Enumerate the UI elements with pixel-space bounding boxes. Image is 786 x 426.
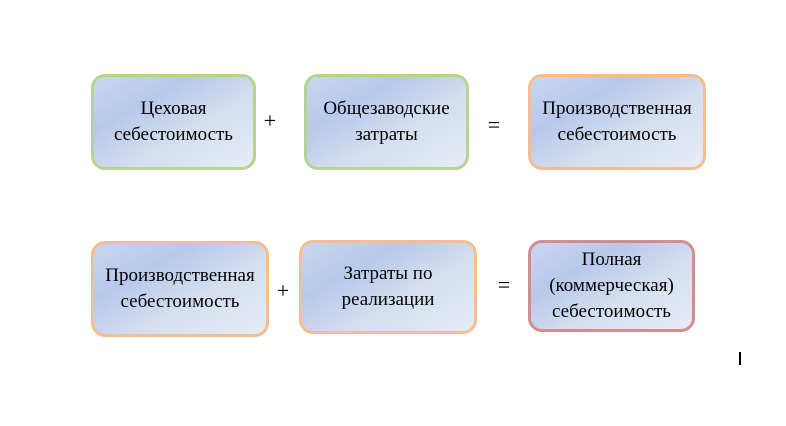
production-cost-label-2: Производственная себестоимость	[105, 265, 255, 312]
selling-expenses-box: Затраты по реализации	[299, 240, 477, 334]
text-cursor	[739, 352, 741, 365]
selling-expenses-label: Затраты по реализации	[341, 263, 435, 310]
full-cost-box: Полная (коммерческая) себестоимость	[528, 240, 695, 332]
production-cost-box-2: Производственная себестоимость	[91, 241, 269, 337]
equals-operator: =	[487, 112, 501, 137]
plus-operator-2: +	[276, 278, 290, 303]
plus-operator: +	[263, 108, 277, 133]
plant-overhead-box: Общезаводские затраты	[304, 74, 469, 170]
production-cost-label: Производственная себестоимость	[542, 98, 692, 145]
full-cost-label: Полная (коммерческая) себестоимость	[549, 249, 674, 322]
equals-operator-2: =	[497, 272, 511, 297]
shop-cost-label: Цеховая себестоимость	[114, 98, 233, 145]
production-cost-box: Производственная себестоимость	[528, 74, 706, 170]
plant-overhead-label: Общезаводские затраты	[323, 98, 450, 145]
shop-cost-box: Цеховая себестоимость	[91, 74, 256, 170]
